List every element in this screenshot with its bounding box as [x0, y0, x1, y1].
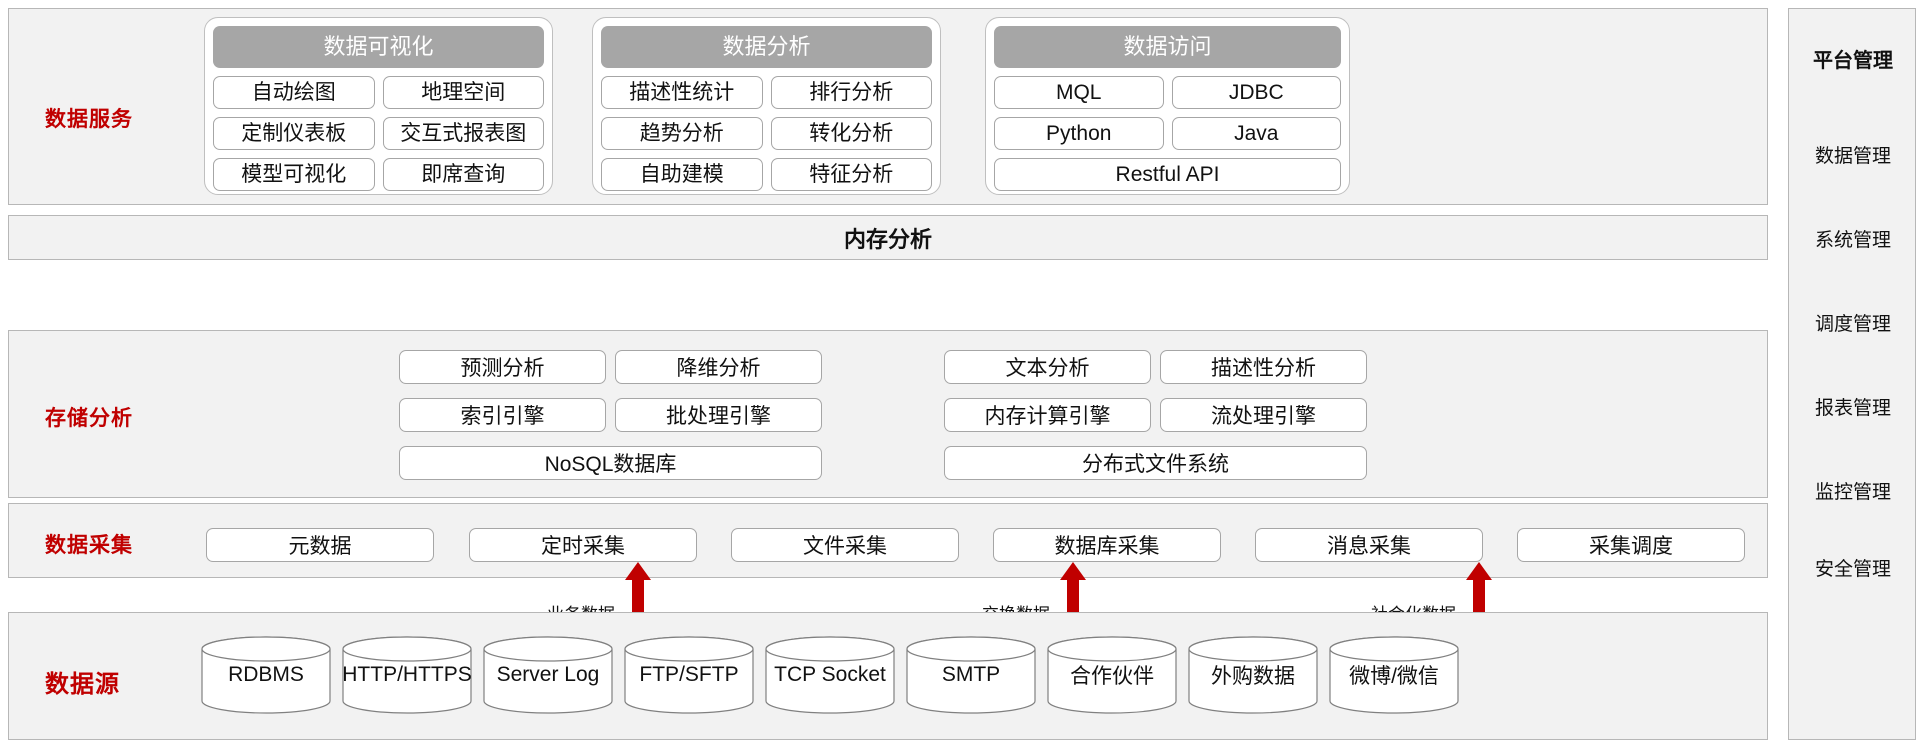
service-chip[interactable]: MQL — [994, 76, 1164, 109]
sidebar-item-monitor-management[interactable]: 监控管理 — [1814, 482, 1891, 503]
data-source-label: TCP Socket — [774, 663, 886, 686]
data-source-cylinder[interactable]: FTP/SFTP — [623, 635, 755, 715]
service-group-analysis: 数据分析 描述性统计 排行分析 趋势分析 转化分析 自助建模 特征分析 — [592, 17, 941, 195]
data-source-label: 微博/微信 — [1349, 665, 1439, 688]
storage-chip[interactable]: 分布式文件系统 — [944, 446, 1367, 480]
storage-chip[interactable]: NoSQL数据库 — [399, 446, 822, 480]
storage-chip[interactable]: 流处理引擎 — [1160, 398, 1367, 432]
storage-chip[interactable]: 预测分析 — [399, 350, 606, 384]
collection-chip[interactable]: 文件采集 — [731, 528, 959, 562]
sidebar-item-schedule-management[interactable]: 调度管理 — [1814, 314, 1891, 335]
sidebar-item-data-management[interactable]: 数据管理 — [1814, 146, 1891, 167]
group-header-access: 数据访问 — [994, 26, 1341, 68]
data-source-label: SMTP — [941, 663, 1001, 686]
service-chip[interactable]: 即席查询 — [382, 158, 544, 191]
flow-arrow-business-data — [625, 562, 651, 624]
service-chip[interactable]: 趋势分析 — [601, 117, 763, 150]
service-chip[interactable]: 特征分析 — [770, 158, 932, 191]
service-group-visualization: 数据可视化 自动绘图 地理空间 定制仪表板 交互式报表图 模型可视化 即席查询 — [204, 17, 553, 195]
service-chip[interactable]: 模型可视化 — [213, 158, 375, 191]
service-group-access: 数据访问 MQL JDBC Python Java Restful API — [985, 17, 1350, 195]
data-source-cylinder[interactable]: 合作伙伴 — [1046, 635, 1178, 715]
group-items-access: MQL JDBC Python Java Restful API — [994, 76, 1341, 191]
collection-chip[interactable]: 消息采集 — [1255, 528, 1483, 562]
storage-chip[interactable]: 描述性分析 — [1160, 350, 1367, 384]
service-chip[interactable]: Restful API — [994, 158, 1341, 191]
sidebar-title: 平台管理 — [1813, 50, 1893, 72]
platform-management-sidebar: 平台管理 数据管理 系统管理 调度管理 报表管理 监控管理 安全管理 — [1788, 8, 1916, 740]
sidebar-item-report-management[interactable]: 报表管理 — [1814, 398, 1891, 419]
service-chip[interactable]: Java — [1171, 117, 1341, 150]
flow-arrow-exchange-data — [1060, 562, 1086, 624]
sidebar-item-system-management[interactable]: 系统管理 — [1814, 230, 1891, 251]
service-chip[interactable]: 自动绘图 — [213, 76, 375, 109]
service-chip[interactable]: Python — [994, 117, 1164, 150]
data-source-cylinder[interactable]: HTTP/HTTPS — [341, 635, 473, 715]
collection-chip[interactable]: 数据库采集 — [993, 528, 1221, 562]
row-label-data-service: 数据服务 — [45, 108, 133, 131]
sidebar-item-security-management[interactable]: 安全管理 — [1814, 559, 1891, 580]
data-source-label: Server Log — [496, 663, 600, 686]
collection-chip[interactable]: 元数据 — [206, 528, 434, 562]
group-items-visualization: 自动绘图 地理空间 定制仪表板 交互式报表图 模型可视化 即席查询 — [213, 76, 544, 191]
data-source-cylinder[interactable]: 外购数据 — [1187, 635, 1319, 715]
storage-chip[interactable]: 索引引擎 — [399, 398, 606, 432]
storage-chip[interactable]: 批处理引擎 — [615, 398, 822, 432]
service-chip[interactable]: 描述性统计 — [601, 76, 763, 109]
group-items-analysis: 描述性统计 排行分析 趋势分析 转化分析 自助建模 特征分析 — [601, 76, 932, 191]
data-source-label: RDBMS — [228, 663, 304, 686]
storage-chip[interactable]: 内存计算引擎 — [944, 398, 1151, 432]
data-source-label: HTTP/HTTPS — [342, 663, 472, 686]
row-label-data-collection: 数据采集 — [45, 534, 133, 557]
row-label-storage-analysis: 存储分析 — [45, 407, 133, 430]
service-chip[interactable]: 排行分析 — [770, 76, 932, 109]
storage-analysis-band — [8, 330, 1768, 498]
storage-chip[interactable]: 文本分析 — [944, 350, 1151, 384]
row-label-data-source: 数据源 — [45, 671, 120, 698]
group-header-visualization: 数据可视化 — [213, 26, 544, 68]
collection-chip[interactable]: 采集调度 — [1517, 528, 1745, 562]
data-source-label: 合作伙伴 — [1070, 665, 1154, 688]
storage-chip[interactable]: 降维分析 — [615, 350, 822, 384]
data-source-label: FTP/SFTP — [639, 663, 739, 686]
service-chip[interactable]: 定制仪表板 — [213, 117, 375, 150]
group-header-analysis: 数据分析 — [601, 26, 932, 68]
flow-arrow-social-data — [1466, 562, 1492, 624]
memory-analysis-label: 内存分析 — [843, 226, 932, 252]
service-chip[interactable]: 自助建模 — [601, 158, 763, 191]
service-chip[interactable]: 地理空间 — [382, 76, 544, 109]
service-chip[interactable]: 交互式报表图 — [382, 117, 544, 150]
data-source-label: 外购数据 — [1211, 665, 1295, 688]
service-chip[interactable]: JDBC — [1171, 76, 1341, 109]
service-chip[interactable]: 转化分析 — [770, 117, 932, 150]
data-source-cylinder[interactable]: SMTP — [905, 635, 1037, 715]
data-source-cylinder[interactable]: 微博/微信 — [1328, 635, 1460, 715]
memory-analysis-band: 内存分析 — [8, 215, 1768, 260]
collection-chip[interactable]: 定时采集 — [469, 528, 697, 562]
data-source-cylinder[interactable]: TCP Socket — [764, 635, 896, 715]
data-source-cylinder[interactable]: RDBMS — [200, 635, 332, 715]
data-source-cylinder[interactable]: Server Log — [482, 635, 614, 715]
